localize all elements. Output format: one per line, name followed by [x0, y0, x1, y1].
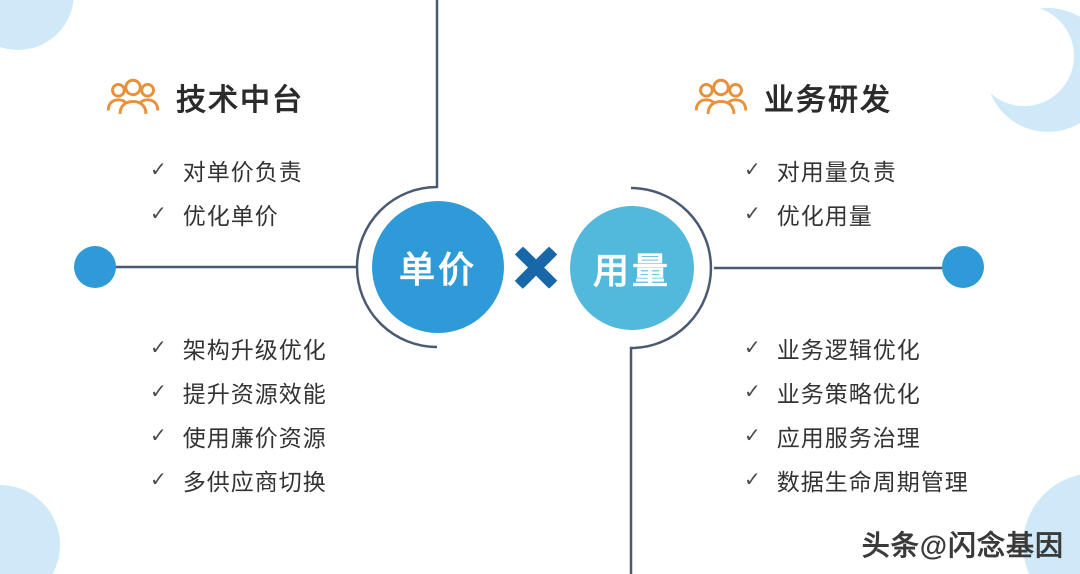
decor-circle-bottom-right	[1023, 474, 1080, 574]
list-item-label: 对单价负责	[182, 159, 303, 185]
multiply-operator: ×	[513, 224, 559, 310]
list-item-label: 应用服务治理	[776, 425, 921, 451]
check-icon: ✓	[150, 425, 167, 447]
list-item: ✓ 优化用量	[744, 192, 897, 236]
check-icon: ✓	[744, 381, 761, 403]
check-icon: ✓	[150, 203, 167, 225]
right-panel-header: 业务研发	[694, 74, 892, 120]
list-item: ✓ 优化单价	[150, 192, 303, 236]
list-item: ✓ 对单价负责	[150, 148, 303, 192]
left-top-list: ✓ 对单价负责 ✓ 优化单价	[150, 148, 303, 236]
list-item: ✓ 对用量负责	[744, 148, 897, 192]
list-item-label: 使用廉价资源	[182, 425, 327, 451]
decor-circle-top-left	[0, 0, 74, 50]
check-icon: ✓	[150, 381, 167, 403]
list-item: ✓ 应用服务治理	[744, 414, 969, 458]
check-icon: ✓	[150, 337, 167, 359]
unit-price-circle: 单价	[372, 201, 504, 333]
list-item: ✓ 业务策略优化	[744, 370, 969, 414]
right-bottom-list: ✓ 业务逻辑优化 ✓ 业务策略优化 ✓ 应用服务治理 ✓ 数据生命周期管理	[744, 326, 969, 502]
list-item-label: 提升资源效能	[182, 381, 327, 407]
right-panel-title: 业务研发	[764, 84, 892, 117]
endpoint-dot-right	[942, 246, 984, 288]
endpoint-dot-left	[74, 246, 116, 288]
list-item-label: 业务逻辑优化	[776, 337, 921, 363]
list-item-label: 优化用量	[776, 203, 873, 229]
usage-circle: 用量	[570, 206, 694, 330]
list-item: ✓ 使用廉价资源	[150, 414, 327, 458]
check-icon: ✓	[744, 203, 761, 225]
left-panel-title: 技术中台	[176, 84, 304, 117]
check-icon: ✓	[744, 159, 761, 181]
list-item-label: 对用量负责	[776, 159, 897, 185]
bracket-top-left-arc	[355, 0, 439, 349]
check-icon: ✓	[150, 159, 167, 181]
people-group-icon	[694, 78, 748, 114]
check-icon: ✓	[744, 469, 761, 491]
watermark-text: 头条@闪念基因	[861, 530, 1064, 561]
list-item-label: 业务策略优化	[776, 381, 921, 407]
list-item-label: 优化单价	[182, 203, 279, 229]
list-item-label: 数据生命周期管理	[776, 469, 969, 495]
check-icon: ✓	[744, 337, 761, 359]
check-icon: ✓	[150, 469, 167, 491]
list-item: ✓ 多供应商切换	[150, 458, 327, 502]
list-item: ✓ 架构升级优化	[150, 326, 327, 370]
list-item: ✓ 业务逻辑优化	[744, 326, 969, 370]
people-group-icon	[106, 78, 160, 114]
left-bottom-list: ✓ 架构升级优化 ✓ 提升资源效能 ✓ 使用廉价资源 ✓ 多供应商切换	[150, 326, 327, 502]
decor-circle-top-right-inner	[974, 6, 1074, 106]
list-item: ✓ 数据生命周期管理	[744, 458, 969, 502]
list-item-label: 架构升级优化	[182, 337, 327, 363]
bracket-bottom-right-arc	[629, 186, 713, 574]
list-item-label: 多供应商切换	[182, 469, 327, 495]
check-icon: ✓	[744, 425, 761, 447]
right-top-list: ✓ 对用量负责 ✓ 优化用量	[744, 148, 897, 236]
decor-circle-bottom-left	[0, 485, 60, 574]
left-panel-header: 技术中台	[106, 74, 304, 120]
list-item: ✓ 提升资源效能	[150, 370, 327, 414]
